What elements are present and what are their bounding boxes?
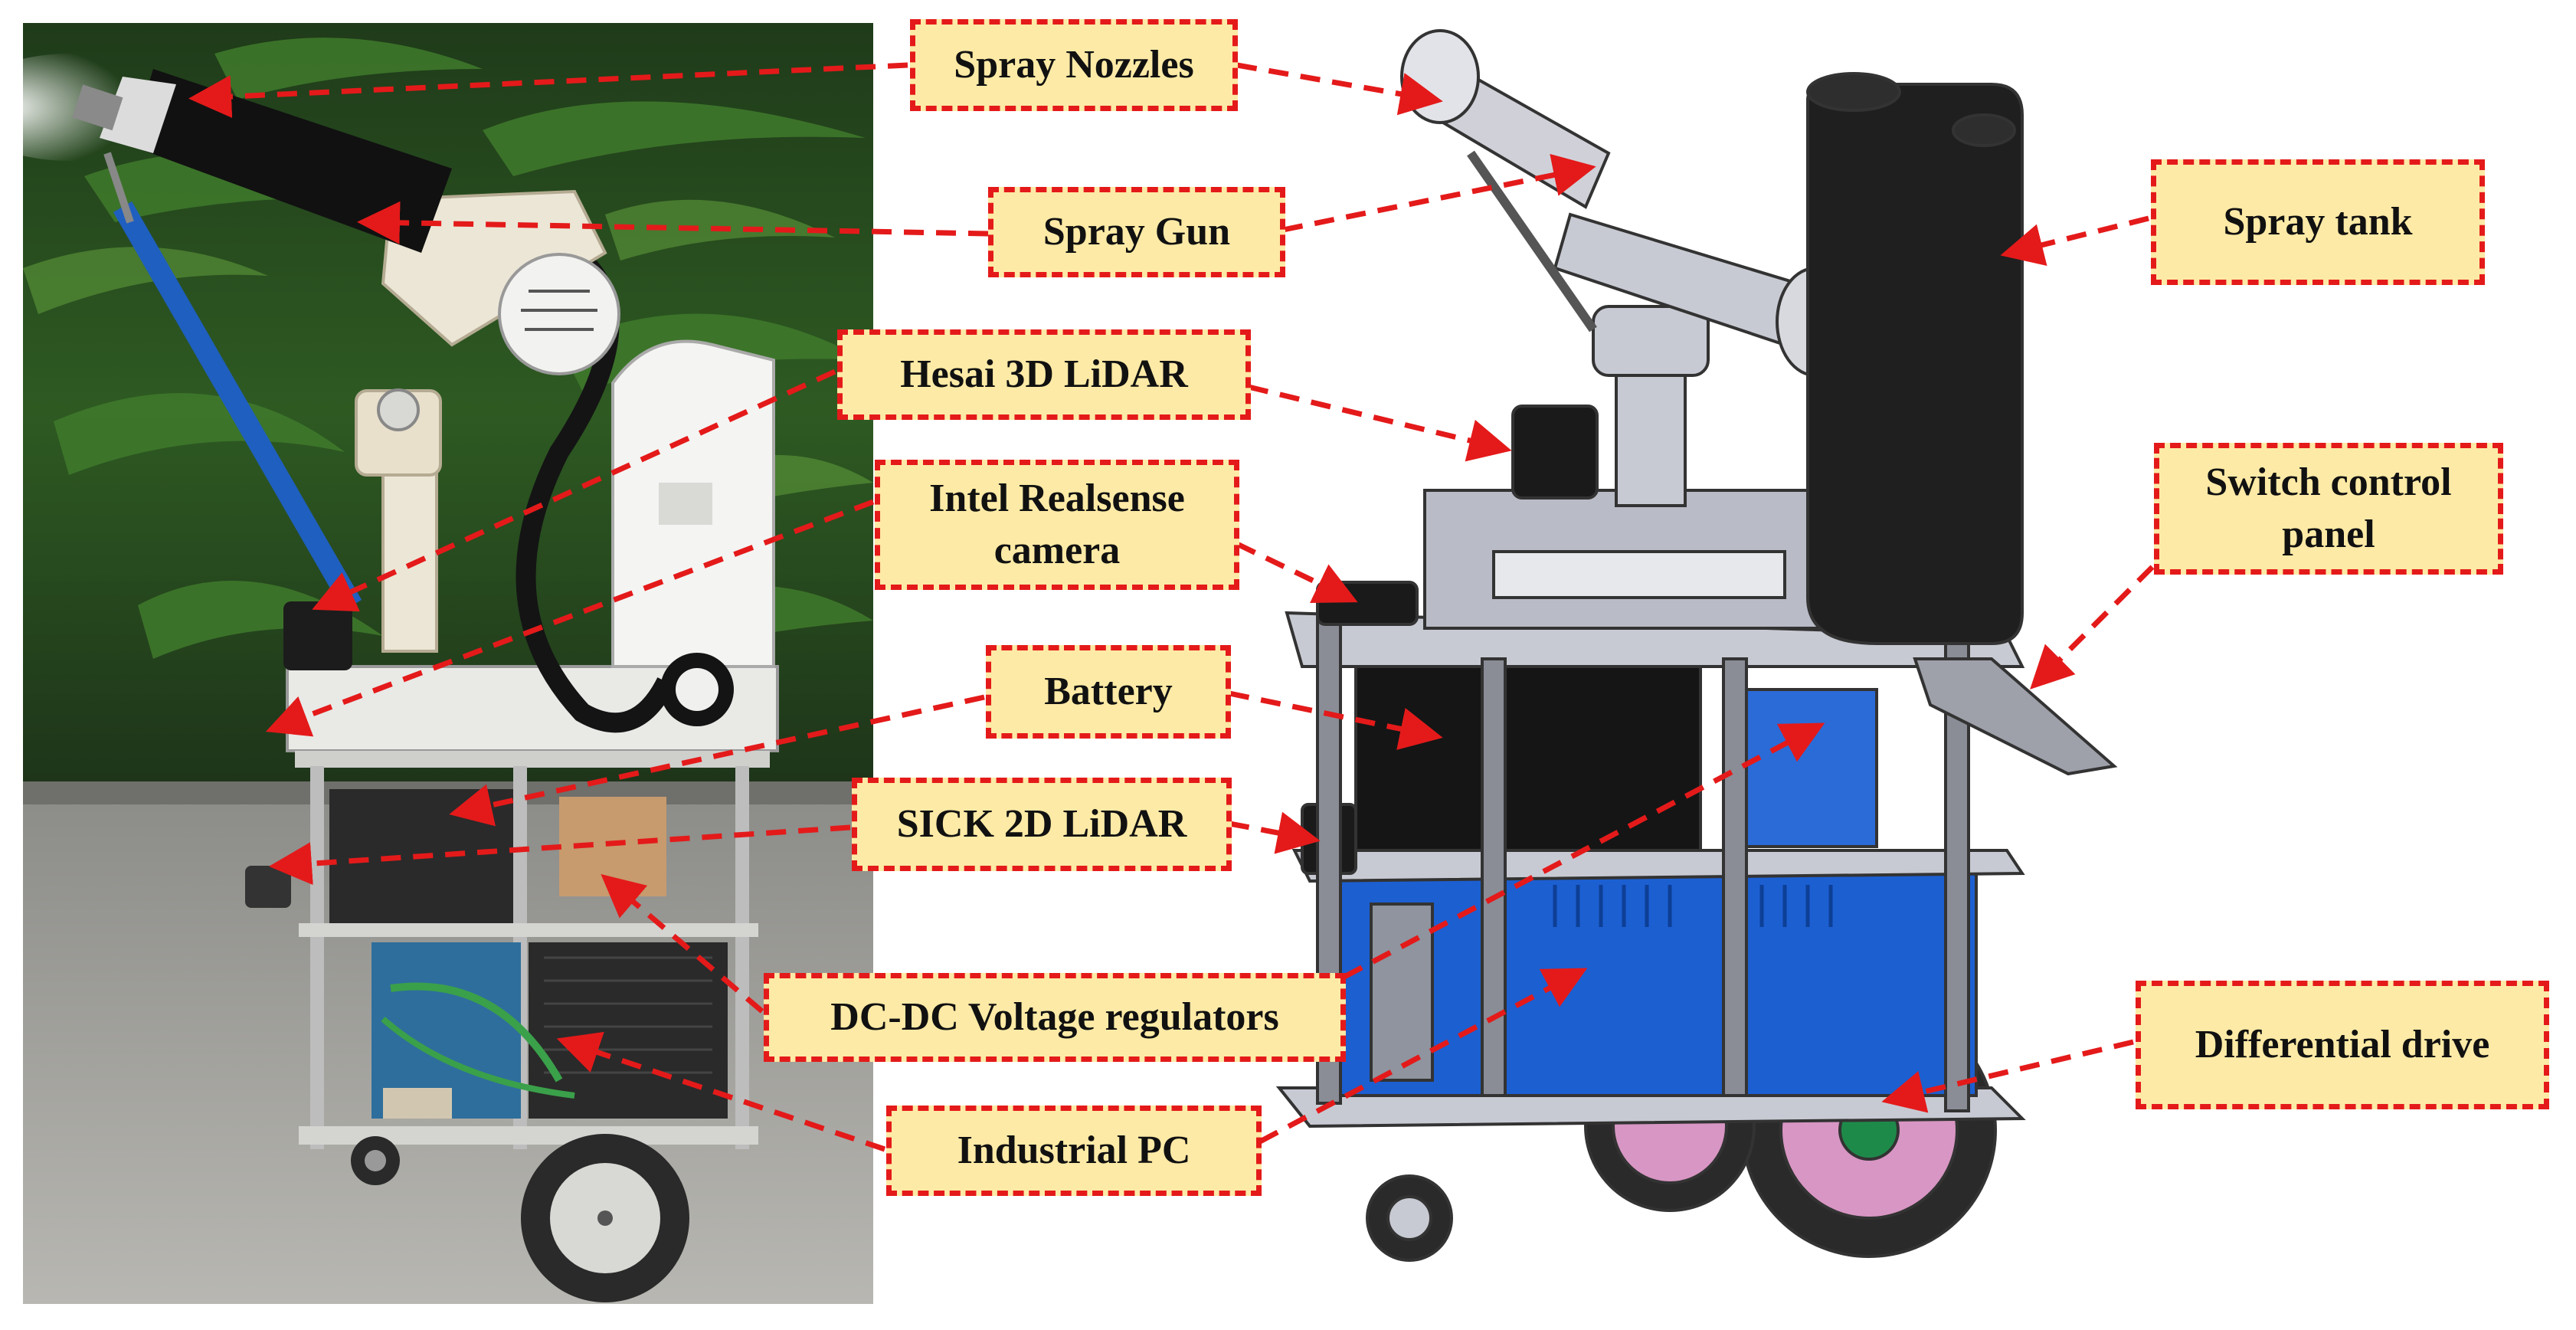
label-battery: Battery <box>986 645 1231 739</box>
label-dcdc-regulators: DC-DC Voltage regulators <box>764 973 1346 1062</box>
cad-switch-panel <box>1913 657 2118 776</box>
arrow-sick-photo <box>269 824 851 886</box>
arrow-spray-nozzles-cad <box>1236 62 1443 116</box>
arrow-industrial-pc-cad <box>1259 968 1588 1145</box>
label-realsense-camera: Intel Realsense camera <box>875 460 1239 590</box>
arrow-hesai-cad <box>1248 384 1512 462</box>
cad-drawing <box>1275 29 2118 1262</box>
spray-fan <box>498 253 620 375</box>
cad-blue-enclosure <box>1339 872 1978 1097</box>
cad-dcdc-regulator <box>1745 688 1878 848</box>
arrow-switch-panel <box>2030 565 2155 690</box>
cad-spray-nozzle <box>1400 29 1480 124</box>
cad-battery <box>1354 657 1702 852</box>
arrow-spray-tank <box>2000 215 2149 266</box>
label-differential-drive: Differential drive <box>2136 981 2549 1109</box>
arrow-realsense-photo <box>265 499 875 737</box>
arrow-sick-cad <box>1229 811 1321 854</box>
label-spray-gun: Spray Gun <box>988 187 1285 277</box>
arrow-spray-gun-cad <box>1282 153 1596 233</box>
arrow-battery-photo <box>449 694 985 827</box>
label-spray-nozzles: Spray Nozzles <box>910 19 1238 111</box>
label-hesai-lidar: Hesai 3D LiDAR <box>837 329 1251 420</box>
arrow-spray-nozzles-photo <box>188 62 908 119</box>
cad-spray-tank <box>1806 83 2024 645</box>
robot-frame <box>286 665 779 1149</box>
arrow-industrial-pc-photo <box>556 1031 886 1152</box>
arrow-battery-cad <box>1229 690 1443 750</box>
arrow-dcdc-cad <box>1343 722 1825 980</box>
label-switch-panel: Switch control panel <box>2154 443 2503 575</box>
hesai-lidar-photo <box>283 601 352 670</box>
arrow-hesai-photo <box>312 369 836 612</box>
spray-nozzle-photo <box>72 84 123 131</box>
arrow-realsense-cad <box>1236 541 1358 603</box>
label-industrial-pc: Industrial PC <box>886 1106 1262 1196</box>
leader-arrows <box>188 62 2155 1152</box>
blue-actuator <box>113 201 362 611</box>
arrow-dcdc-photo <box>601 873 764 1014</box>
arrow-differential-drive <box>1881 1039 2134 1113</box>
arrow-spray-gun-photo <box>357 201 989 244</box>
label-spray-tank: Spray tank <box>2151 159 2485 285</box>
cad-hesai-lidar <box>1511 405 1599 500</box>
label-sick-lidar: SICK 2D LiDAR <box>852 778 1232 871</box>
